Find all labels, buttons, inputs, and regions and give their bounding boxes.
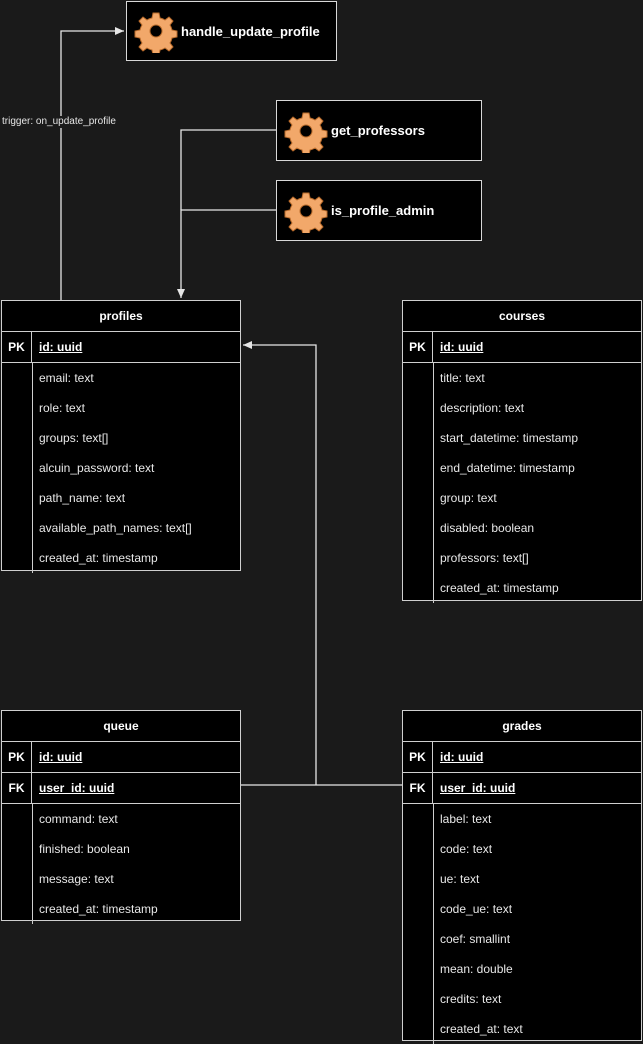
field-row: message: text (2, 864, 240, 894)
field-label: start_datetime: timestamp (440, 431, 579, 445)
field-label: path_name: text (39, 491, 126, 505)
field-label: available_path_names: text[] (39, 521, 192, 535)
gear-icon (284, 192, 328, 233)
field-row: created_at: timestamp (2, 894, 240, 924)
field-label: group: text (440, 491, 497, 505)
field-row: group: text (403, 483, 641, 513)
field-label: end_datetime: timestamp (440, 461, 575, 475)
field-row: coef: smallint (403, 924, 641, 954)
table-title: grades (403, 711, 641, 742)
field-row: finished: boolean (2, 834, 240, 864)
key-row: PK id: uuid (403, 332, 641, 363)
field-label: professors: text[] (440, 551, 529, 565)
field-label: created_at: timestamp (39, 551, 158, 565)
field-list: label: text code: text ue: text code_ue:… (403, 804, 641, 1044)
field-row: alcuin_password: text (2, 453, 240, 483)
key-type: FK (403, 773, 433, 803)
field-row: groups: text[] (2, 423, 240, 453)
field-row: ue: text (403, 864, 641, 894)
field-row: disabled: boolean (403, 513, 641, 543)
function-name: is_profile_admin (331, 203, 435, 218)
table-grades[interactable]: grades PK id: uuid FK user_id: uuid labe… (402, 710, 642, 1044)
field-row: role: text (2, 393, 240, 423)
function-name: handle_update_profile (181, 23, 320, 39)
field-label: mean: double (440, 962, 513, 976)
fk-to-profiles-connector (243, 341, 317, 785)
field-label: coef: smallint (440, 932, 511, 946)
field-list: command: text finished: boolean message:… (2, 804, 240, 924)
field-label: finished: boolean (39, 842, 130, 856)
field-row: available_path_names: text[] (2, 513, 240, 543)
field-label: disabled: boolean (440, 521, 535, 535)
field-label: email: text (39, 371, 94, 385)
key-field: user_id: uuid (440, 781, 516, 795)
gear-icon (284, 112, 328, 153)
key-field: id: uuid (440, 340, 484, 354)
function-get-professors[interactable]: get_professors (276, 100, 482, 161)
field-row: created_at: text (403, 1014, 641, 1044)
is-profile-admin-connector (177, 209, 276, 298)
trigger-label: trigger: on_update_profile (2, 116, 116, 128)
field-row: end_datetime: timestamp (403, 453, 641, 483)
field-label: command: text (39, 812, 118, 826)
key-type: PK (403, 742, 433, 772)
key-row: PK id: uuid (2, 742, 240, 773)
field-row: path_name: text (2, 483, 240, 513)
table-courses[interactable]: courses PK id: uuid title: text descript… (402, 300, 642, 603)
key-row: PK id: uuid (2, 332, 240, 363)
field-row: title: text (403, 363, 641, 393)
get-professors-connector (180, 129, 276, 210)
field-label: title: text (440, 371, 485, 385)
table-queue[interactable]: queue PK id: uuid FK user_id: uuid comma… (1, 710, 241, 924)
table-title: courses (403, 301, 641, 332)
field-list: email: text role: text groups: text[] al… (2, 363, 240, 573)
table-profiles[interactable]: profiles PK id: uuid email: text role: t… (1, 300, 241, 573)
key-field: id: uuid (39, 340, 83, 354)
field-row: command: text (2, 804, 240, 834)
function-name: get_professors (331, 123, 425, 138)
field-row: start_datetime: timestamp (403, 423, 641, 453)
key-row: FK user_id: uuid (2, 773, 240, 804)
field-row: code: text (403, 834, 641, 864)
field-label: label: text (440, 812, 492, 826)
field-row: created_at: timestamp (2, 543, 240, 573)
key-field: user_id: uuid (39, 781, 115, 795)
field-label: groups: text[] (39, 431, 109, 445)
key-type: PK (403, 332, 433, 362)
field-row: credits: text (403, 984, 641, 1014)
field-row: code_ue: text (403, 894, 641, 924)
field-row: created_at: timestamp (403, 573, 641, 603)
key-row: PK id: uuid (403, 742, 641, 773)
field-list: title: text description: text start_date… (403, 363, 641, 603)
key-row: FK user_id: uuid (403, 773, 641, 804)
field-row: description: text (403, 393, 641, 423)
field-label: role: text (39, 401, 86, 415)
function-is-profile-admin[interactable]: is_profile_admin (276, 180, 482, 241)
key-field: id: uuid (39, 750, 83, 764)
table-title: queue (2, 711, 240, 742)
field-label: credits: text (440, 992, 502, 1006)
field-label: created_at: timestamp (39, 902, 158, 916)
field-label: description: text (440, 401, 525, 415)
table-title: profiles (2, 301, 240, 332)
field-row: email: text (2, 363, 240, 393)
field-row: label: text (403, 804, 641, 834)
function-handle-update-profile[interactable]: handle_update_profile (126, 1, 337, 61)
field-row: professors: text[] (403, 543, 641, 573)
key-type: FK (2, 773, 32, 803)
key-type: PK (2, 742, 32, 772)
field-label: alcuin_password: text (39, 461, 155, 475)
field-label: code_ue: text (440, 902, 513, 916)
field-label: ue: text (440, 872, 480, 886)
field-label: created_at: text (440, 1022, 523, 1036)
field-label: code: text (440, 842, 493, 856)
key-type: PK (2, 332, 32, 362)
field-row: mean: double (403, 954, 641, 984)
trigger-connector (60, 27, 124, 300)
key-field: id: uuid (440, 750, 484, 764)
field-label: message: text (39, 872, 114, 886)
field-label: created_at: timestamp (440, 581, 559, 595)
gear-icon (134, 12, 178, 53)
